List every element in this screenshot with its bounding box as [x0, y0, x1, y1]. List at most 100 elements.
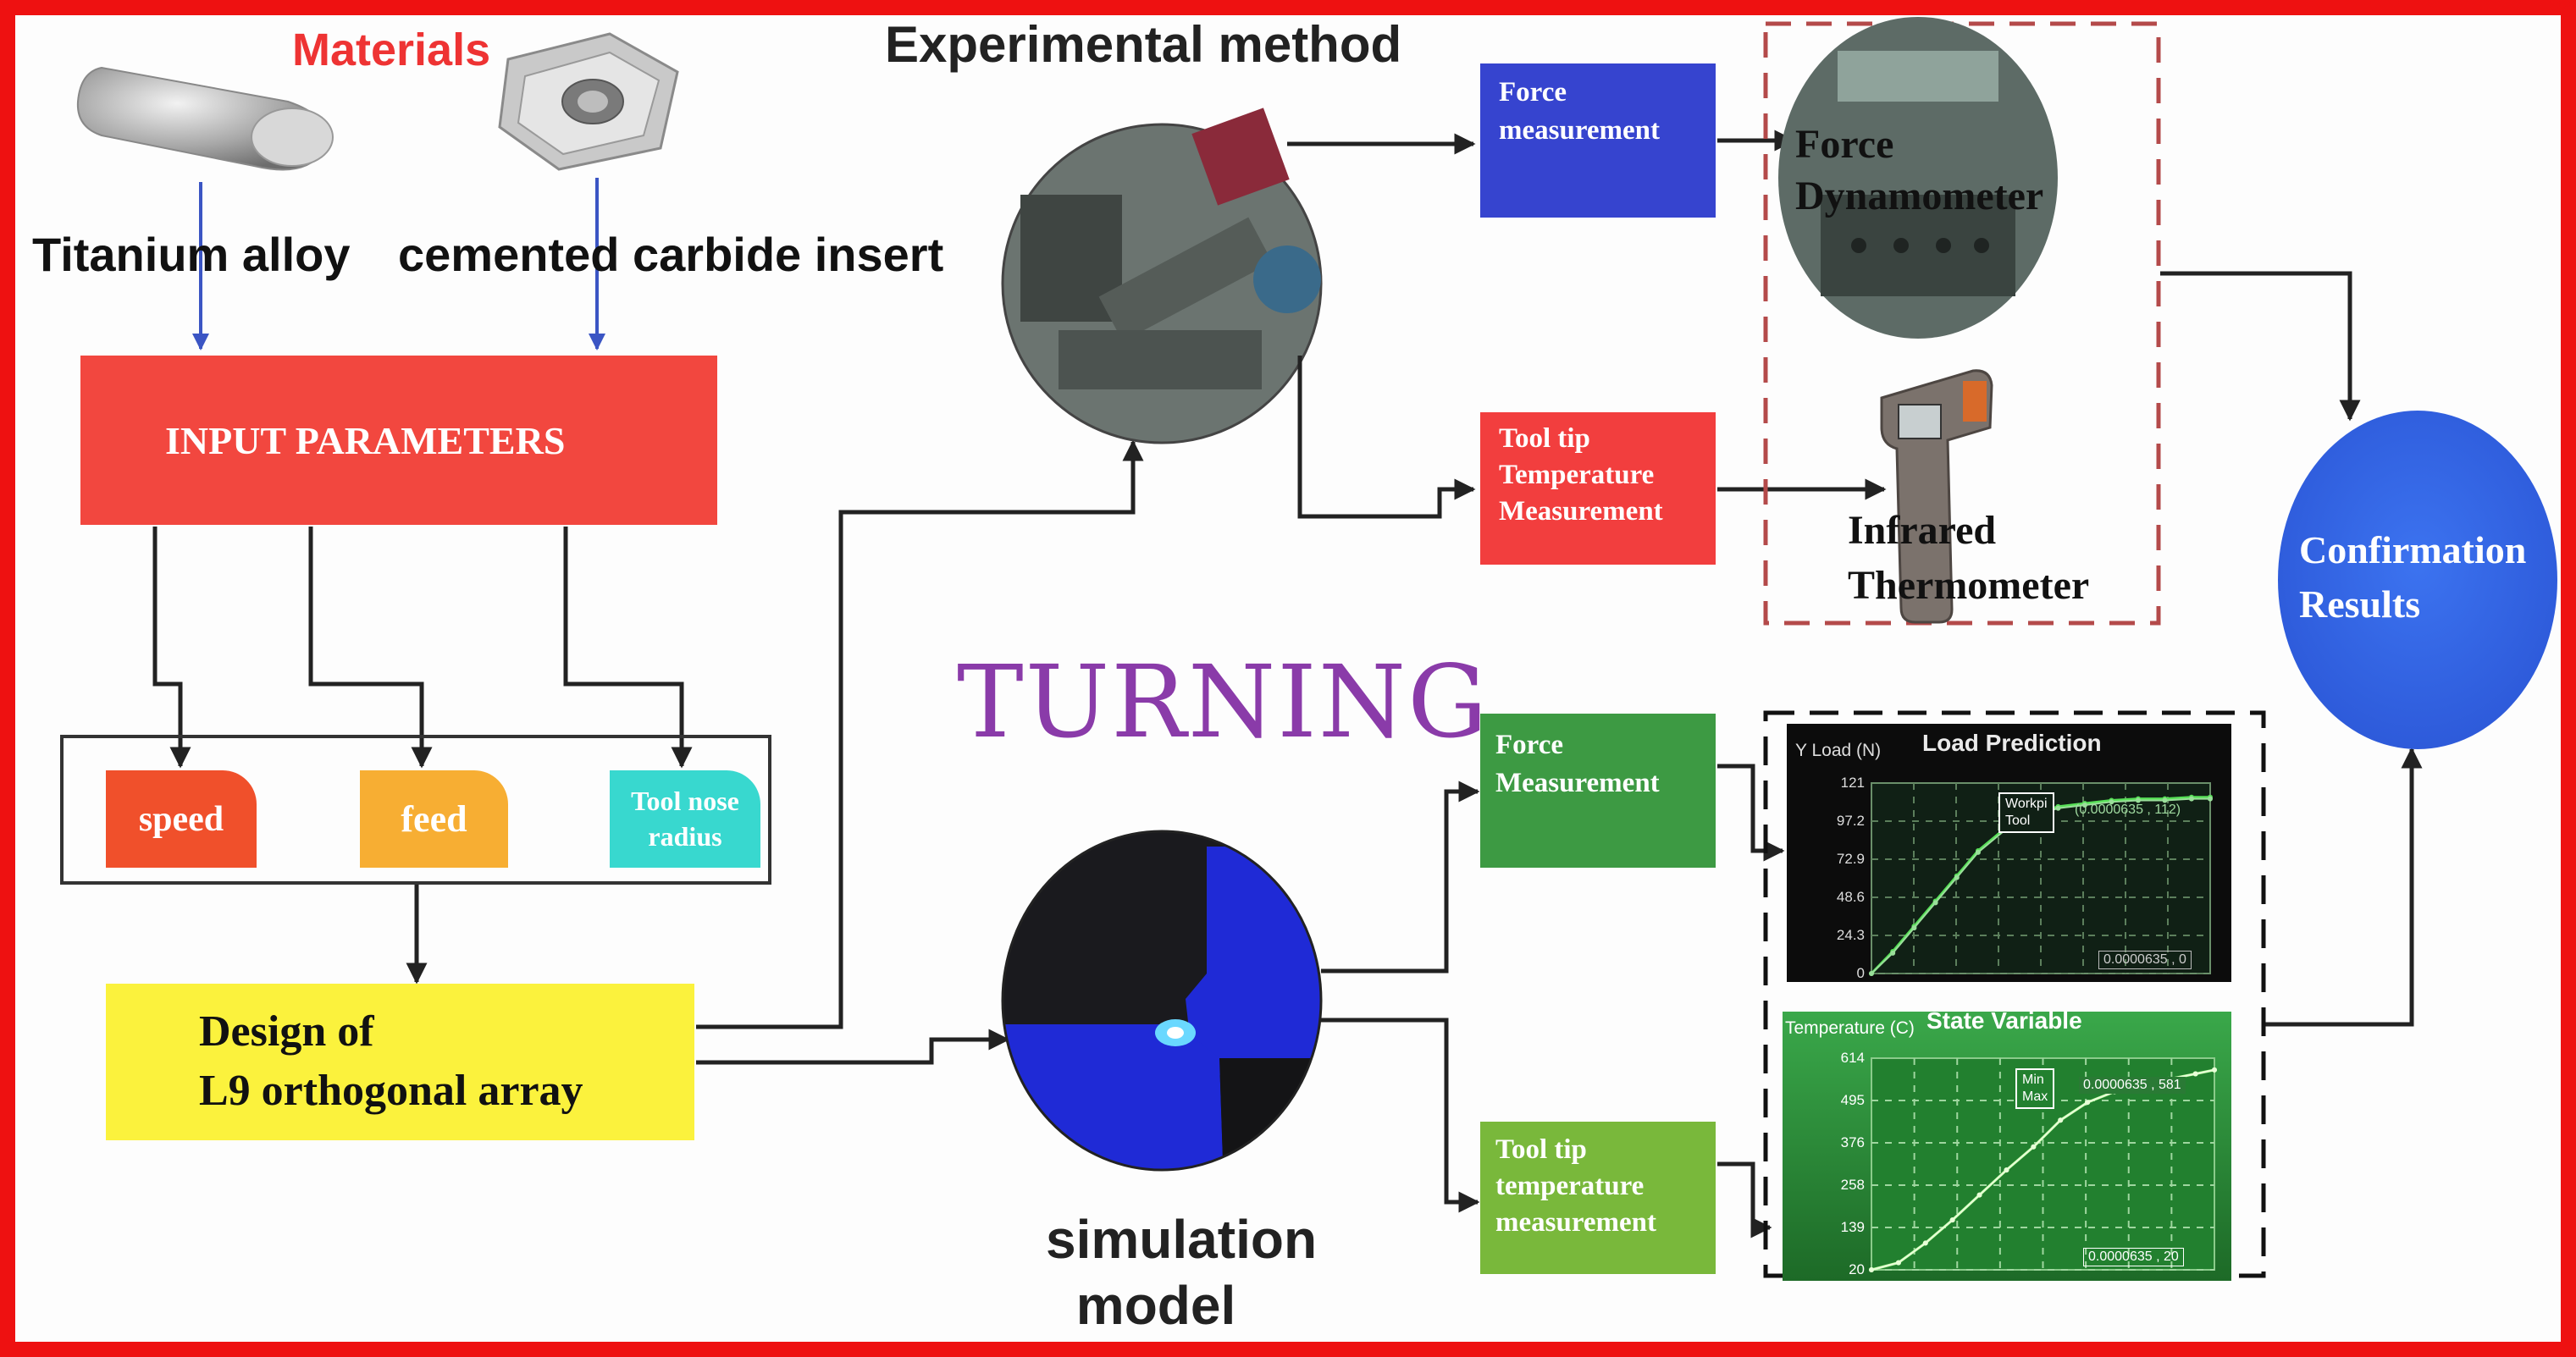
- y-tick-label: 121: [1840, 775, 1865, 791]
- data-point: [2162, 797, 2168, 803]
- dynamometer-photo: [1778, 17, 2058, 339]
- confirmation-results-node: [2278, 411, 2557, 749]
- infrared-thermometer-label: Infrared Thermometer: [1848, 504, 2089, 614]
- confirmation-line2: Results: [2299, 582, 2421, 626]
- turning-title: TURNING: [957, 643, 1490, 760]
- simulation-model-image: [1001, 830, 1323, 1172]
- lathe-experiment-photo: [1001, 108, 1323, 444]
- confirmation-line1: Confirmation: [2299, 528, 2527, 571]
- y-tick-label: 258: [1840, 1177, 1865, 1193]
- speed-parameter: speed: [106, 770, 257, 868]
- y-tick-label: 72.9: [1836, 851, 1865, 867]
- feed-label: feed: [401, 798, 467, 840]
- data-point: [2135, 797, 2141, 803]
- data-point: [1949, 1217, 1955, 1223]
- data-point: [1976, 1192, 1982, 1198]
- sim-force-line2: Measurement: [1495, 767, 1660, 798]
- tool-nose-label-line2: radius: [648, 820, 722, 852]
- sim-temp-line2: temperature: [1495, 1170, 1645, 1201]
- temp-legend-entry-2: Max: [2022, 1089, 2048, 1104]
- temp-chart-readout: 0.0000635 , 581: [2079, 1077, 2186, 1094]
- thermometer-label-line2: Thermometer: [1848, 562, 2090, 608]
- data-point: [1869, 1267, 1874, 1272]
- feed-parameter: feed: [360, 770, 508, 868]
- simulation-label-line1: simulation: [1046, 1209, 1318, 1270]
- force-measurement-box: Force measurement: [1480, 63, 1716, 218]
- confirmation-results-label: Confirmation Results: [2299, 523, 2526, 632]
- load-chart-ylabel: Y Load (N): [1795, 741, 1882, 760]
- carbide-insert-image: [498, 32, 679, 171]
- temp-chart-title: State Variable: [1926, 1007, 2082, 1034]
- infrared-thermometer-image: [1880, 369, 1993, 624]
- temperature-measurement-box: Tool tip Temperature Measurement: [1480, 412, 1716, 565]
- input-parameters-box: INPUT PARAMETERS: [80, 356, 717, 525]
- sim-temp-line1: Tool tip: [1495, 1134, 1587, 1165]
- data-point: [1911, 925, 1917, 931]
- load-chart-title: Load Prediction: [1922, 730, 2102, 756]
- data-point: [2109, 799, 2114, 805]
- tool-nose-radius-parameter: Tool nose radius: [610, 770, 760, 868]
- load-legend-entry-2: Tool: [2005, 814, 2031, 828]
- speed-label: speed: [138, 799, 224, 839]
- data-point: [1890, 950, 1896, 956]
- data-point: [1954, 874, 1960, 880]
- data-point: [2055, 805, 2061, 811]
- data-point: [2058, 1117, 2064, 1123]
- force-dynamometer-label: Force Dynamometer: [1795, 119, 2043, 223]
- load-chart-legend: Workpi Tool: [1998, 792, 2054, 833]
- temp-chart-legend: Min Max: [2015, 1068, 2055, 1109]
- data-point: [1932, 900, 1938, 906]
- temp-measurement-line2: Temperature: [1499, 459, 1655, 490]
- y-tick-label: 376: [1840, 1134, 1865, 1150]
- data-point: [2208, 796, 2213, 802]
- y-tick-label: 97.2: [1836, 813, 1865, 829]
- simulation-model-label: simulation model: [1046, 1206, 1317, 1338]
- titanium-bar-image: [76, 66, 334, 171]
- dynamometer-label-line2: Dynamometer: [1795, 174, 2044, 219]
- sim-force-line1: Force: [1495, 730, 1564, 760]
- data-point: [2188, 796, 2194, 802]
- design-label-line1: Design of: [199, 1007, 374, 1056]
- dynamometer-label-line1: Force: [1795, 122, 1894, 167]
- data-point: [2192, 1071, 2198, 1077]
- y-tick-label: 20: [1849, 1261, 1865, 1277]
- carbide-insert-label: cemented carbide insert: [398, 228, 944, 281]
- y-tick-label: 495: [1840, 1092, 1865, 1108]
- data-point: [1922, 1240, 1928, 1246]
- simulation-label-line2: model: [1075, 1275, 1236, 1337]
- load-chart-footer: 0.0000635 , 0: [2098, 951, 2192, 969]
- sim-force-measurement-box: Force Measurement: [1480, 714, 1716, 868]
- experimental-method-title: Experimental method: [885, 16, 1402, 73]
- materials-title: Materials: [292, 25, 491, 75]
- y-tick-label: 0: [1856, 965, 1865, 981]
- design-label-line2: L9 orthogonal array: [199, 1067, 583, 1116]
- temp-chart-grid: [1871, 1058, 2214, 1271]
- force-measurement-line1: Force: [1499, 77, 1567, 108]
- titanium-alloy-label: Titanium alloy: [32, 228, 351, 281]
- input-parameters-label: INPUT PARAMETERS: [165, 418, 566, 462]
- data-point: [2085, 1100, 2091, 1106]
- temp-measurement-line1: Tool tip: [1499, 423, 1590, 454]
- load-chart-readout: (0.0000635 , 112): [2075, 803, 2181, 817]
- data-point: [1975, 849, 1981, 855]
- parameter-group-frame: [60, 735, 771, 885]
- force-measurement-line2: measurement: [1499, 114, 1661, 146]
- temp-chart-ylabel: Temperature (C): [1785, 1018, 1915, 1038]
- temp-legend-entry-1: Min: [2022, 1073, 2044, 1087]
- instrument-dashed-frame: [1763, 21, 2161, 626]
- data-point: [2212, 1067, 2217, 1073]
- data-point: [2004, 1167, 2009, 1173]
- temp-chart-footer: 0.0000635 , 20: [2083, 1248, 2184, 1266]
- sim-temp-measurement-box: Tool tip temperature measurement: [1480, 1122, 1716, 1274]
- sim-temp-line3: measurement: [1495, 1206, 1657, 1238]
- data-point: [2081, 803, 2087, 808]
- y-tick-label: 614: [1840, 1050, 1865, 1066]
- data-point: [1869, 971, 1874, 976]
- design-l9-box: Design of L9 orthogonal array: [106, 984, 694, 1140]
- data-point: [1895, 1260, 1901, 1266]
- y-tick-label: 24.3: [1836, 927, 1865, 943]
- temp-measurement-line3: Measurement: [1499, 495, 1663, 527]
- data-point: [2031, 1144, 2037, 1150]
- load-legend-entry-1: Workpi: [2005, 797, 2048, 811]
